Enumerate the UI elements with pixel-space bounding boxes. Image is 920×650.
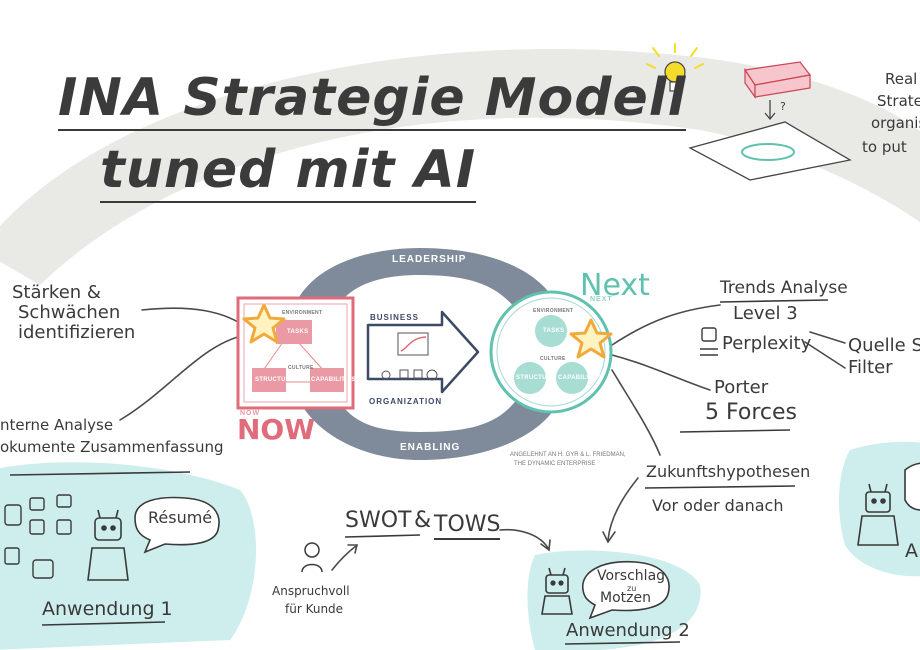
future-line-2: Vor oder danach [652, 496, 784, 515]
trends-line-2: Level 3 [733, 303, 798, 324]
person-icon [301, 542, 323, 573]
lightbulb-icon [646, 43, 704, 92]
now-handwritten-label: NOW [237, 413, 316, 446]
top-right-note-4: to put [862, 138, 907, 156]
speech-bubble-left [134, 496, 220, 554]
gray-arc-band [0, 49, 920, 285]
usecase-1-label: Anwendung 1 [42, 598, 173, 620]
robot-icon-perplexity [700, 327, 718, 356]
robot-icon-middle [541, 567, 573, 615]
claim-line-1: Anspruchvoll [272, 584, 350, 598]
now-structure: STRUCTURE [255, 377, 295, 383]
strengths-line-2: Schwächen [18, 302, 121, 323]
proposal-bubble-line-2: Motzen [600, 590, 651, 606]
next-capabilities: CAPABILITIES [558, 375, 603, 381]
swot-amp: & [414, 508, 432, 533]
robot-icon-right [857, 483, 899, 546]
business-label: BUSINESS [370, 313, 419, 322]
porter-line-1: Porter [714, 377, 769, 398]
speech-bubble-middle [582, 560, 670, 620]
now-capabilities: CAPABILITIES [311, 377, 356, 383]
strengths-line-3: identifizieren [18, 322, 136, 343]
now-culture: CULTURE [288, 365, 314, 371]
next-tasks: TASKS [543, 328, 565, 334]
trends-line-1: Trends Analyse [720, 278, 848, 298]
question-mark: ? [780, 100, 786, 113]
title-line-1: INA Strategie Modell [58, 68, 687, 131]
swot-label: SWOT [345, 508, 412, 533]
leadership-label: LEADERSHIP [392, 254, 467, 265]
star-icon-next [569, 318, 613, 359]
title-line-2: tuned mit AI [100, 140, 477, 203]
now-environment: ENVIRONMENT [282, 310, 323, 316]
leadership-ring-top [290, 248, 560, 322]
usecase-2-label: Anwendung 2 [566, 620, 690, 641]
source-line-2: Filter [848, 357, 893, 378]
business-arrow [366, 310, 480, 394]
teal-blob-left [0, 462, 257, 650]
next-structure: STRUCTURE [516, 375, 556, 381]
now-small-label: NOW [240, 410, 261, 417]
analysis-line-1: nterne Analyse [0, 416, 114, 434]
future-line-1: Zukunftshypothesen [646, 462, 811, 481]
porter-line-2: 5 Forces [705, 400, 797, 425]
enabling-ring-bottom [290, 375, 560, 460]
title-text-1: INA Strategie Modell [58, 68, 687, 131]
now-tasks: TASKS [287, 329, 309, 335]
title-text-2: tuned mit AI [100, 140, 477, 203]
teal-blob-right [838, 441, 920, 577]
speech-bubble-right [904, 462, 920, 511]
robot-icon-left [87, 509, 129, 581]
organization-label: ORGANIZATION [369, 397, 443, 406]
next-small-label: NEXT [590, 296, 613, 303]
right-usecase-partial: A [905, 540, 918, 562]
proposal-bubble-line-1: Vorschlag [597, 568, 666, 584]
tows-label: TOWS [434, 512, 501, 540]
next-environment: ENVIRONMENT [533, 308, 574, 314]
next-culture: CULTURE [540, 356, 566, 362]
proposal-bubble-small: zu [627, 584, 637, 593]
perplexity-tool: Perplexity [722, 333, 812, 354]
top-right-note-3: organis [871, 114, 920, 132]
star-icon-now [242, 303, 286, 344]
top-right-note-1: Real [885, 70, 918, 88]
strengths-line-1: Stärken & [12, 282, 101, 303]
citation-line-2: THE DYNAMIC ENTERPRISE [514, 461, 596, 467]
analysis-line-2: okumente Zusammenfassung [0, 438, 224, 456]
claim-line-2: für Kunde [285, 602, 344, 616]
resume-bubble-text: Résumé [148, 508, 213, 527]
box-on-plane-icon [688, 61, 852, 181]
source-line-1: Quelle Sic [848, 335, 920, 356]
citation-line-1: ANGELEHNT AN H. GYR & L. FRIEDMAN, [510, 452, 626, 458]
next-handwritten-label: Next [580, 268, 650, 303]
top-right-note-2: Strate [877, 92, 920, 110]
enabling-label: ENABLING [400, 442, 461, 453]
document-icons [4, 494, 72, 579]
